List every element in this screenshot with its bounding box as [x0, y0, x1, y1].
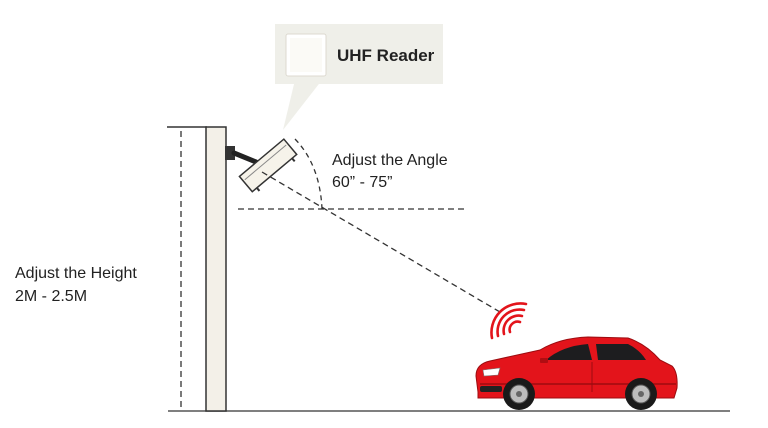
rfid-signal-waves-icon — [490, 302, 528, 340]
callout-pointer — [283, 80, 322, 130]
uhf-reader-panel-icon — [285, 33, 327, 77]
angle-label-line1: Adjust the Angle — [332, 152, 448, 169]
signal-beam-line — [261, 171, 501, 313]
angle-arc — [294, 138, 323, 210]
bracket-arm — [231, 150, 259, 165]
reader-callout-title: UHF Reader — [337, 46, 435, 65]
red-car-icon — [475, 336, 678, 410]
mounting-bracket — [225, 146, 235, 160]
angle-label-line2: 60” - 75” — [332, 174, 392, 191]
height-label-line2: 2M - 2.5M — [15, 288, 87, 305]
mounting-pole — [205, 126, 227, 412]
height-label-line1: Adjust the Height — [15, 265, 137, 282]
reader-panel — [238, 138, 298, 193]
